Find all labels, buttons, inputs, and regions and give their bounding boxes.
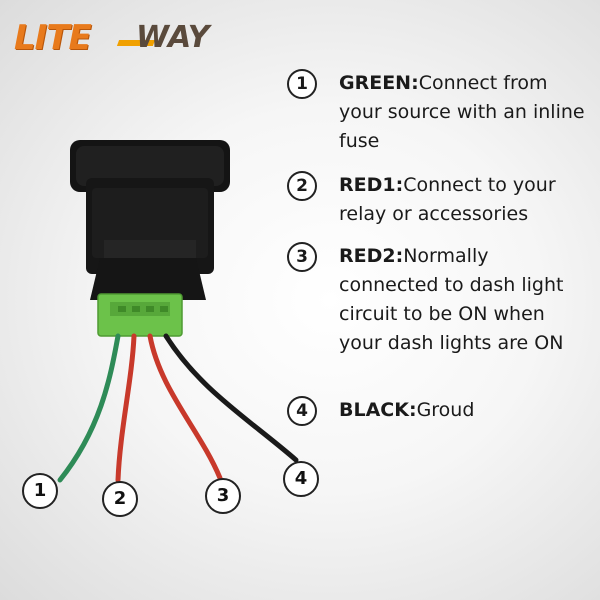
legend-label-red1: RED1: xyxy=(339,174,404,196)
green-wire xyxy=(57,333,121,483)
legend-label-black: BLACK: xyxy=(339,399,417,421)
legend-text-red2: Normally connected to dash light circuit… xyxy=(339,245,564,354)
legend-number-3: 3 xyxy=(287,242,317,272)
legend-number-2: 2 xyxy=(287,171,317,201)
brand-logo: LITE WAY xyxy=(14,18,224,58)
legend-text-green: Connect from your source with an inline … xyxy=(339,72,585,152)
legend-text-red1: Connect to your relay or accessories xyxy=(339,174,556,225)
wire-label-4: 4 xyxy=(283,461,319,497)
wire-label-2: 2 xyxy=(102,481,138,517)
logo-text-way: WAY xyxy=(136,20,210,55)
red1-wire xyxy=(115,333,137,483)
legend-item-green: 1 GREEN:Connect from your source with an… xyxy=(287,69,587,156)
legend-item-red1: 2 RED1:Connect to your relay or accessor… xyxy=(287,171,587,229)
legend-number-1: 1 xyxy=(287,69,317,99)
logo-text-lite: LITE xyxy=(14,18,92,58)
legend-label-red2: RED2: xyxy=(339,245,404,267)
switch-body xyxy=(70,140,230,300)
green-connector xyxy=(97,293,183,337)
wire-label-1: 1 xyxy=(22,473,58,509)
legend-item-black: 4 BLACK:Groud xyxy=(287,396,587,426)
legend-item-red2: 3 RED2:Normally connected to dash light … xyxy=(287,242,587,358)
red2-wire xyxy=(147,333,223,481)
legend-label-green: GREEN: xyxy=(339,72,419,94)
black-wire xyxy=(163,333,299,463)
wire-label-3: 3 xyxy=(205,478,241,514)
legend-text-black: Groud xyxy=(416,399,475,421)
legend-number-4: 4 xyxy=(287,396,317,426)
